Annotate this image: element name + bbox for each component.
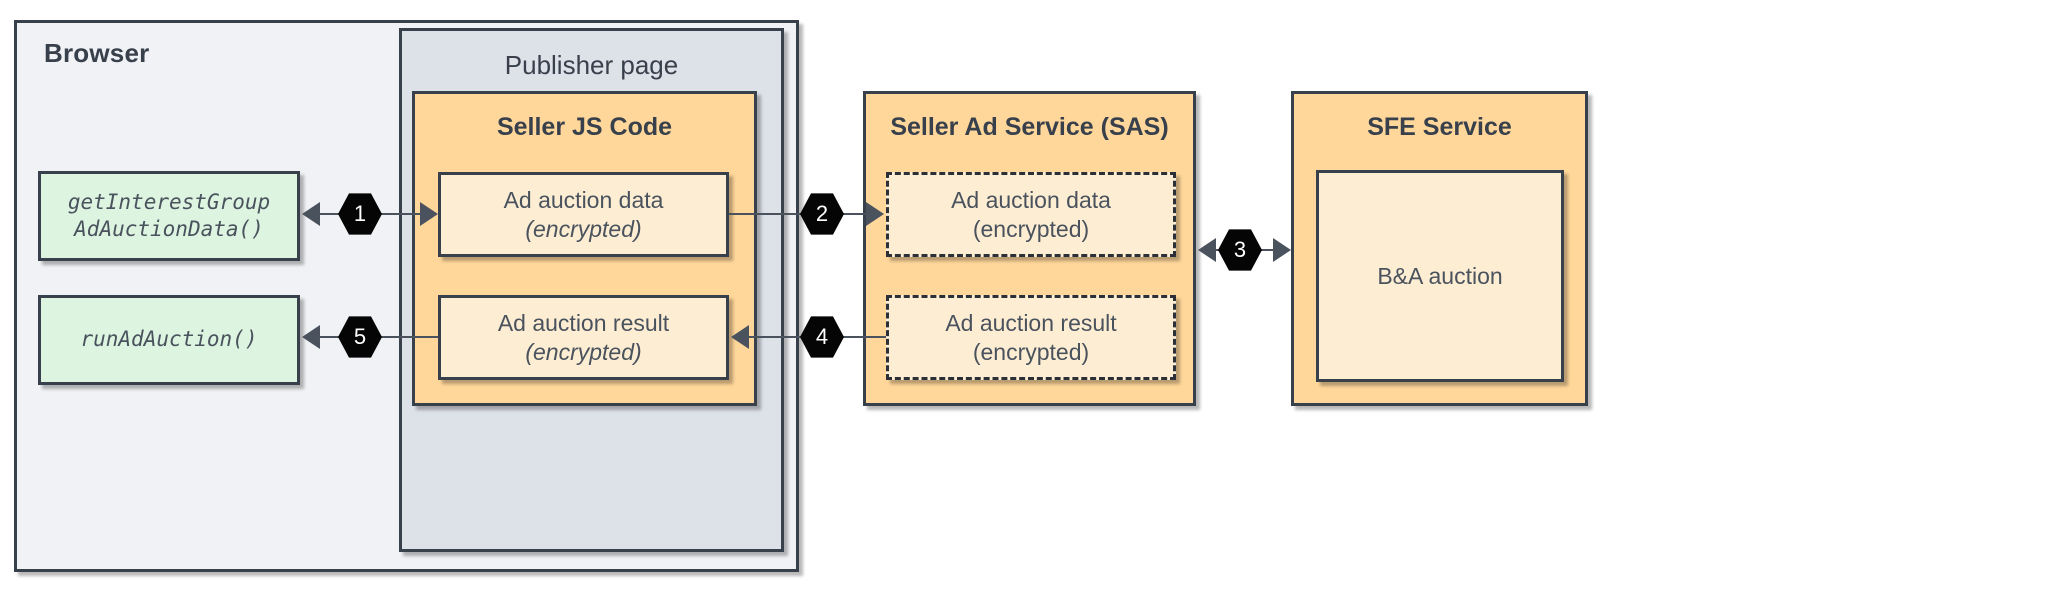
api-line-1: runAdAuction() <box>80 327 258 352</box>
ba-auction-label: B&A auction <box>1377 262 1503 289</box>
seller-js-code-label: Seller JS Code <box>496 113 673 141</box>
step-4-arrowhead <box>731 325 749 349</box>
data-line-2: (encrypted) <box>525 338 642 365</box>
step-5-label: 5 <box>353 324 367 349</box>
seller-ad-service-label: Seller Ad Service (SAS) <box>890 113 1169 141</box>
data-line-1: Ad auction result <box>945 309 1117 336</box>
browser-label: Browser <box>44 38 150 68</box>
get-interest-group-ad-auction-data-box: getInterestGroup AdAuctionData() <box>38 171 300 261</box>
api-line-1: getInterestGroup <box>67 189 271 214</box>
step-1-arrowhead-right <box>420 202 438 226</box>
js-ad-auction-data-box: Ad auction data (encrypted) <box>438 172 729 257</box>
sfe-service-label: SFE Service <box>1367 113 1512 141</box>
step-2-badge: 2 <box>800 193 844 235</box>
data-line-1: Ad auction data <box>503 186 664 213</box>
sas-ad-auction-data-box: Ad auction data (encrypted) <box>886 172 1176 257</box>
step-3-arrowhead-right <box>1273 238 1291 262</box>
step-5-arrowhead <box>302 325 320 349</box>
step-4-label: 4 <box>815 324 829 349</box>
sas-ad-auction-result-box: Ad auction result (encrypted) <box>886 295 1176 380</box>
ba-auction-box: B&A auction <box>1316 170 1564 382</box>
step-1-arrowhead-left <box>302 202 320 226</box>
step-3-badge: 3 <box>1218 229 1262 271</box>
data-line-1: Ad auction data <box>951 186 1111 213</box>
js-ad-auction-result-box: Ad auction result (encrypted) <box>438 295 729 380</box>
data-line-2: (encrypted) <box>972 338 1090 365</box>
publisher-page-label: Publisher page <box>504 50 679 80</box>
step-5-badge: 5 <box>338 316 382 358</box>
step-4-badge: 4 <box>800 316 844 358</box>
step-3-arrowhead-left <box>1198 238 1216 262</box>
step-2-arrowhead <box>866 202 884 226</box>
data-line-2: (encrypted) <box>972 215 1090 242</box>
step-1-label: 1 <box>353 201 367 226</box>
data-line-1: Ad auction result <box>497 309 670 336</box>
step-1-badge: 1 <box>338 193 382 235</box>
api-line-2: AdAuctionData() <box>74 217 264 241</box>
step-2-label: 2 <box>815 201 829 226</box>
step-3-label: 3 <box>1233 237 1247 262</box>
data-line-2: (encrypted) <box>525 215 642 242</box>
step-2-line <box>729 213 868 215</box>
run-ad-auction-box: runAdAuction() <box>38 295 300 385</box>
